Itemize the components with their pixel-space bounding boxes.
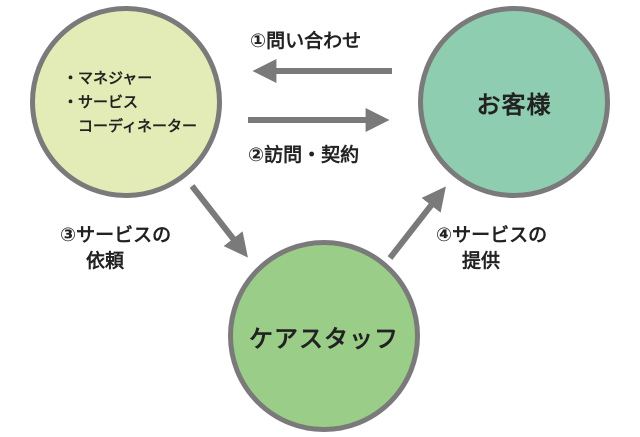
label-service-request-line2: 依頼 (86, 250, 125, 272)
label-service-request: ③サービスの 依頼 (60, 222, 171, 274)
role-manager: ・マネジャー (63, 69, 153, 87)
manager-coordinator-circle: ・マネジャー ・サービス コーディネーター (30, 6, 222, 198)
manager-role-list: ・マネジャー ・サービス コーディネーター (63, 66, 197, 138)
arrow-request (189, 184, 248, 258)
label-visit-contract: ②訪問・契約 (248, 144, 360, 166)
care-staff-circle: ケアスタッフ (228, 240, 420, 432)
label-service-provision: ④サービスの 提供 (436, 222, 547, 274)
role-service: ・サービス (63, 93, 139, 111)
role-coordinator: コーディネーター (63, 117, 197, 135)
care-staff-title: ケアスタッフ (249, 324, 399, 353)
label-service-provision-line1: ④サービスの (436, 224, 548, 246)
label-service-provision-line2: 提供 (462, 250, 501, 272)
customer-circle: お客様 (418, 6, 610, 198)
arrow-provide (387, 186, 446, 260)
customer-title: お客様 (476, 90, 552, 119)
label-service-request-line1: ③サービスの (60, 224, 172, 246)
label-inquiry: ①問い合わせ (250, 30, 362, 52)
